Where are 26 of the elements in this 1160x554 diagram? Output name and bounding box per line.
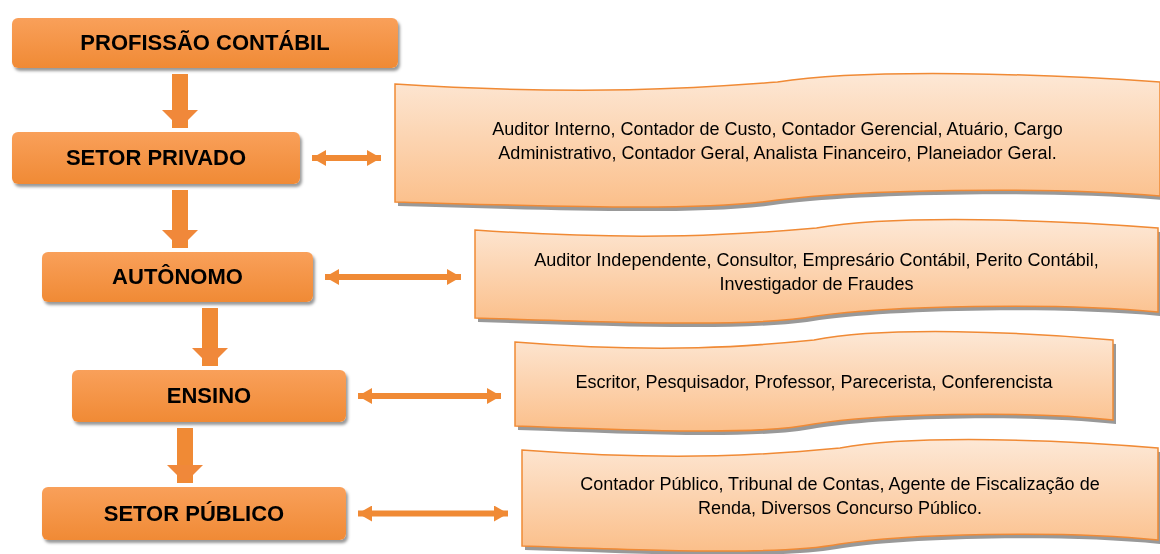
category-box [12, 132, 300, 184]
roles-text: Auditor Independente, Consultor, Empresário Contábil, Perito Contábil, Investigador de Fraudes [533, 248, 1100, 296]
arrow [192, 308, 228, 366]
banner-box [395, 74, 1160, 208]
banner-box [515, 332, 1113, 432]
arrow [358, 505, 508, 522]
roles-text: Contador Público, Tribunal de Contas, Agente de Fiscalização de Renda, Diversos Concurso Público. [579, 472, 1101, 520]
category-label: AUTÔNOMO [112, 264, 243, 290]
category-box [12, 18, 398, 68]
banner-box [522, 440, 1158, 552]
category-box [42, 252, 313, 302]
arrow [167, 428, 203, 483]
arrow [312, 150, 381, 166]
arrow [162, 190, 198, 248]
roles-text: Escritor, Pesquisador, Professor, Parecerista, Conferencista [574, 370, 1054, 394]
arrow [358, 388, 501, 404]
category-box [72, 370, 346, 422]
roles-text: Auditor Interno, Contador de Custo, Contador Gerencial, Atuário, Cargo Administrativo, Contador Geral, Analista Financeiro, Planeiador Geral. [491, 117, 1064, 165]
category-box [42, 487, 346, 540]
banner-box [475, 220, 1158, 324]
category-label: PROFISSÃO CONTÁBIL [80, 30, 330, 56]
arrow [325, 269, 461, 285]
category-label: SETOR PRIVADO [65, 145, 247, 171]
category-label: ENSINO [166, 383, 252, 409]
category-label: SETOR PÚBLICO [103, 500, 285, 527]
arrow [162, 74, 198, 128]
